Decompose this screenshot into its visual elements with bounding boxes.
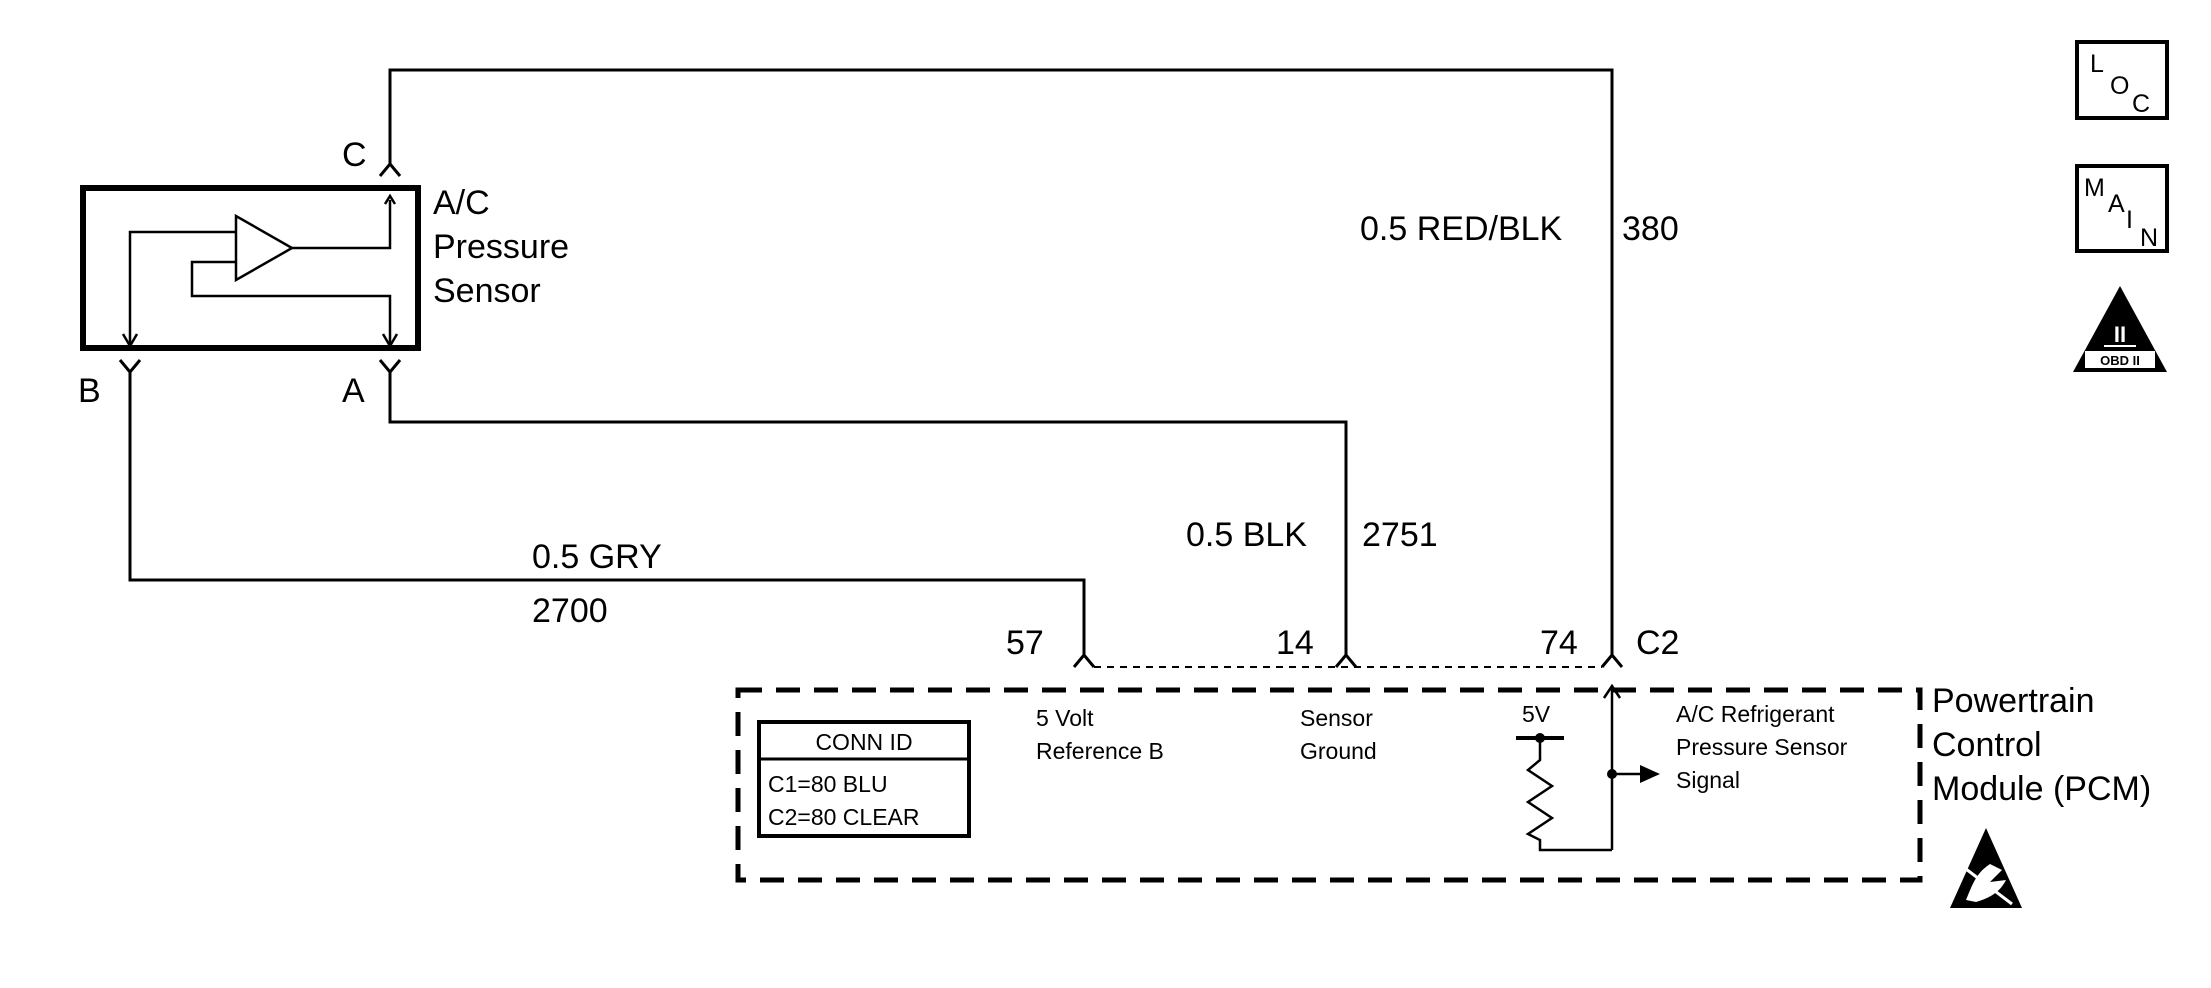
svg-text:L: L <box>2090 50 2104 78</box>
pcm-pin-74-symbol <box>1600 652 1624 668</box>
wire-blk-color: 0.5 BLK <box>1186 516 1307 554</box>
pcm-gnd-label-line-2: Ground <box>1300 738 1377 764</box>
ac-pressure-sensor: A/C Pressure Sensor C B A <box>78 136 569 410</box>
sensor-box <box>80 185 421 351</box>
pcm-boundary <box>735 687 1923 883</box>
svg-text:II: II <box>2114 322 2126 347</box>
pin-b-symbol <box>118 359 142 375</box>
svg-text:A: A <box>2108 190 2125 218</box>
svg-text:I: I <box>2126 206 2133 234</box>
sensor-pin-c-label: C <box>342 136 367 174</box>
pcm-pin-57-label: 57 <box>1006 624 1044 662</box>
pcm-pin-14-label: 14 <box>1276 624 1314 662</box>
amplifier-icon <box>234 213 295 283</box>
conn-id-line-2: C2=80 CLEAR <box>768 804 920 830</box>
pcm-connector-pins <box>1072 652 1624 668</box>
wire-gry-2700 <box>128 372 1086 655</box>
pcm-pin-57-symbol <box>1072 652 1096 668</box>
pcm-name-line-1: Powertrain <box>1932 682 2095 720</box>
sensor-connector-symbols <box>118 161 402 375</box>
svg-text:OBD II: OBD II <box>2100 353 2140 368</box>
wire-red-blk-380 <box>388 68 1614 655</box>
pcm-ref-label-line-1: 5 Volt <box>1036 705 1094 731</box>
pcm-voltage-label: 5V <box>1522 701 1551 727</box>
conn-id-title: CONN ID <box>815 729 912 755</box>
main-icon: M A I N <box>2075 164 2169 253</box>
sensor-name-line-2: Pressure <box>433 228 569 266</box>
sensor-name-line-3: Sensor <box>433 272 541 310</box>
wire-red-blk-color: 0.5 RED/BLK <box>1360 210 1563 248</box>
pull-up-resistor <box>1525 738 1612 852</box>
pcm-gnd-label-line-1: Sensor <box>1300 705 1373 731</box>
pin-c-symbol <box>378 161 402 177</box>
pcm-module: 5 Volt Reference B Sensor Ground A/C Ref… <box>735 682 2151 908</box>
pcm-name-line-3: Module (PCM) <box>1932 770 2151 808</box>
obd-ii-icon: II OBD II <box>2073 286 2167 372</box>
wire-blk-circuit: 2751 <box>1362 516 1438 554</box>
pcm-signal-arrow-up <box>1602 683 1622 699</box>
pcm-pin-14-symbol <box>1334 652 1358 668</box>
sensor-name-line-1: A/C <box>433 184 490 222</box>
pcm-signal-arrow-right <box>1640 765 1660 783</box>
esd-sensitive-icon <box>1950 828 2022 908</box>
pin-a-symbol <box>378 359 402 375</box>
loc-icon: L O C <box>2075 40 2169 120</box>
wire-red-blk-circuit: 380 <box>1622 210 1679 248</box>
pcm-pin-74-label: 74 <box>1540 624 1578 662</box>
sensor-pin-a-label: A <box>342 372 365 410</box>
svg-text:M: M <box>2084 174 2105 202</box>
conn-id-box: CONN ID C1=80 BLU C2=80 CLEAR <box>757 720 971 838</box>
pcm-connector-label: C2 <box>1636 624 1679 662</box>
svg-text:N: N <box>2140 224 2158 252</box>
svg-text:O: O <box>2110 72 2129 100</box>
pcm-name-line-2: Control <box>1932 726 2042 764</box>
conn-id-line-1: C1=80 BLU <box>768 771 888 797</box>
pcm-sig-label-line-3: Signal <box>1676 767 1740 793</box>
wire-gry-color: 0.5 GRY <box>532 538 662 576</box>
wire-gry-circuit: 2700 <box>532 592 608 630</box>
pcm-ref-label-line-2: Reference B <box>1036 738 1164 764</box>
pcm-sig-label-line-1: A/C Refrigerant <box>1676 701 1835 727</box>
pcm-sig-label-line-2: Pressure Sensor <box>1676 734 1848 760</box>
svg-text:C: C <box>2132 90 2150 118</box>
sensor-pin-b-label: B <box>78 372 101 410</box>
wire-blk-2751 <box>388 372 1348 655</box>
